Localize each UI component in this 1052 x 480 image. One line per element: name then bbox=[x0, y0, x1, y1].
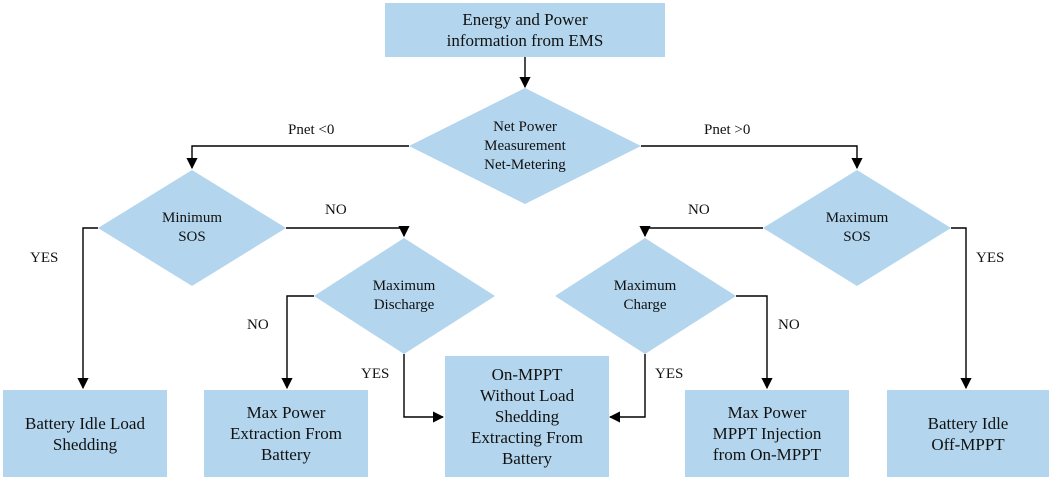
edge-pnet-positive bbox=[641, 145, 863, 170]
max-power-mppt-injection-box: Max Power MPPT Injection from On-MPPT bbox=[685, 390, 849, 477]
maximum-sos-diamond bbox=[763, 170, 951, 286]
max-charge-no-label: NO bbox=[778, 317, 800, 333]
maximum-charge-decision-label: Maximum Charge bbox=[613, 278, 677, 313]
max-discharge-no-label: NO bbox=[247, 317, 269, 333]
maximum-sos-decision-label: Maximum SOS bbox=[825, 210, 889, 245]
pnet-negative-label: Pnet <0 bbox=[288, 122, 335, 138]
max-power-extraction-box: Max Power Extraction From Battery bbox=[204, 390, 368, 477]
minimum-sos-decision-label: Minimum SOS bbox=[161, 210, 222, 245]
edge-max-charge-yes bbox=[608, 354, 646, 423]
edge-min-sos-yes bbox=[77, 227, 98, 390]
start-box: Energy and Power information from EMS bbox=[385, 3, 665, 57]
max-sos-no-label: NO bbox=[688, 202, 710, 218]
battery-idle-off-mppt-box: Battery Idle Off-MPPT bbox=[887, 390, 1049, 477]
edge-max-sos-yes bbox=[951, 227, 972, 390]
net-power-diamond bbox=[409, 88, 641, 204]
min-sos-no-label: NO bbox=[325, 202, 347, 218]
edge-min-sos-no bbox=[286, 225, 410, 238]
edge-max-sos-no bbox=[639, 225, 763, 238]
edge-max-discharge-yes bbox=[403, 354, 445, 423]
battery-idle-load-shedding-box: Battery Idle Load Shedding bbox=[3, 390, 167, 477]
maximum-discharge-diamond bbox=[314, 238, 495, 354]
edge-pnet-negative bbox=[186, 145, 409, 170]
maximum-discharge-decision-label: Maximum Discharge bbox=[372, 278, 436, 313]
max-sos-yes-label: YES bbox=[976, 250, 1005, 266]
minimum-sos-diamond bbox=[98, 170, 286, 286]
on-mppt-without-shedding-box: On-MPPT Without Load Shedding Extracting… bbox=[445, 356, 609, 477]
max-discharge-yes-label: YES bbox=[361, 366, 390, 382]
pnet-positive-label: Pnet >0 bbox=[704, 122, 751, 138]
edge-max-discharge-no bbox=[281, 295, 314, 390]
net-power-decision-label: Net Power Measurement Net-Metering bbox=[484, 118, 566, 173]
max-charge-yes-label: YES bbox=[655, 366, 684, 382]
min-sos-yes-label: YES bbox=[30, 250, 59, 266]
edge-max-charge-no bbox=[736, 295, 773, 390]
maximum-charge-diamond bbox=[555, 238, 736, 354]
